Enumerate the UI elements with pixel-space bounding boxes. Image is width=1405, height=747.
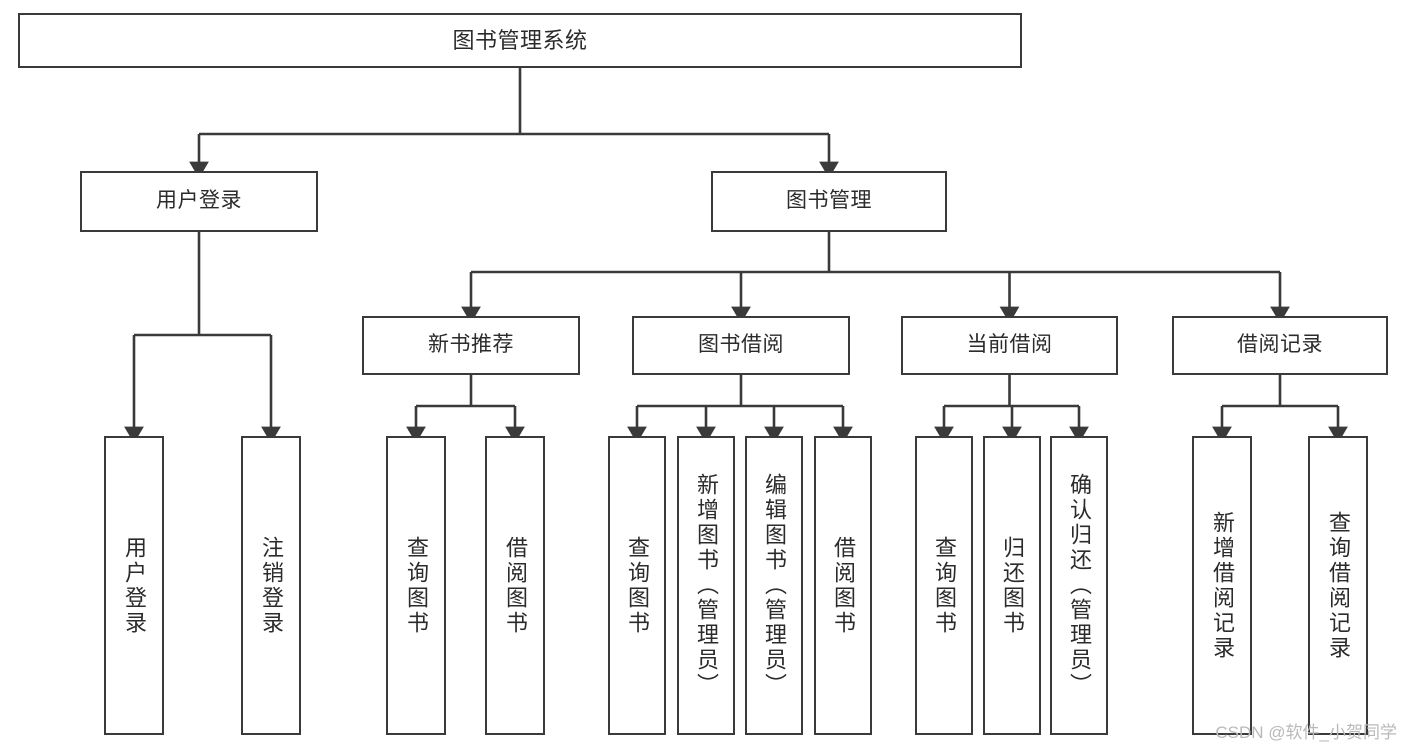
node-label: 查询图书 (932, 535, 957, 636)
node-label: 借阅图书 (503, 535, 528, 636)
node-leaf-return-book[interactable]: 归还图书 (983, 436, 1041, 735)
node-leaf-confirm-return[interactable]: 确认归还（管理员） (1050, 436, 1108, 735)
node-label: 归还图书 (1000, 535, 1025, 636)
node-label: 确认归还（管理员） (1067, 473, 1092, 698)
node-label: 新书推荐 (428, 333, 514, 357)
node-label: 图书借阅 (698, 333, 784, 357)
node-label: 图书管理 (786, 189, 872, 213)
node-label: 当前借阅 (966, 333, 1053, 357)
node-leaf-add-book[interactable]: 新增图书（管理员） (677, 436, 735, 735)
node-borrow-record[interactable]: 借阅记录 (1172, 316, 1388, 375)
node-leaf-query-book-1[interactable]: 查询图书 (386, 436, 446, 735)
node-leaf-user-login[interactable]: 用户登录 (104, 436, 164, 735)
node-leaf-query-book-3[interactable]: 查询图书 (915, 436, 973, 735)
node-label: 查询借阅记录 (1326, 510, 1351, 661)
node-leaf-add-borrow-record[interactable]: 新增借阅记录 (1192, 436, 1252, 735)
node-label: 编辑图书（管理员） (762, 473, 787, 698)
node-new-book-recommend[interactable]: 新书推荐 (362, 316, 580, 375)
node-label: 借阅记录 (1237, 333, 1323, 357)
node-user-login[interactable]: 用户登录 (80, 171, 318, 232)
node-book-manage[interactable]: 图书管理 (711, 171, 947, 232)
watermark-text: CSDN @软件_小贺同学 (1215, 723, 1397, 742)
node-leaf-edit-book[interactable]: 编辑图书（管理员） (745, 436, 803, 735)
node-leaf-borrow-book-1[interactable]: 借阅图书 (485, 436, 545, 735)
node-label: 新增借阅记录 (1210, 510, 1235, 661)
node-current-borrow[interactable]: 当前借阅 (901, 316, 1118, 375)
node-label: 图书管理系统 (452, 27, 588, 53)
node-leaf-user-logout[interactable]: 注销登录 (241, 436, 301, 735)
node-label: 用户登录 (122, 535, 147, 636)
node-label: 查询图书 (404, 535, 429, 636)
node-book-borrow[interactable]: 图书借阅 (632, 316, 850, 375)
node-leaf-query-borrow-record[interactable]: 查询借阅记录 (1308, 436, 1368, 735)
node-label: 注销登录 (259, 535, 284, 636)
node-label: 借阅图书 (831, 535, 856, 636)
node-root-root[interactable]: 图书管理系统 (18, 13, 1022, 68)
node-label: 查询图书 (625, 535, 650, 636)
node-label: 新增图书（管理员） (694, 473, 719, 698)
node-leaf-query-book-2[interactable]: 查询图书 (608, 436, 666, 735)
node-leaf-borrow-book-2[interactable]: 借阅图书 (814, 436, 872, 735)
node-label: 用户登录 (156, 189, 242, 213)
